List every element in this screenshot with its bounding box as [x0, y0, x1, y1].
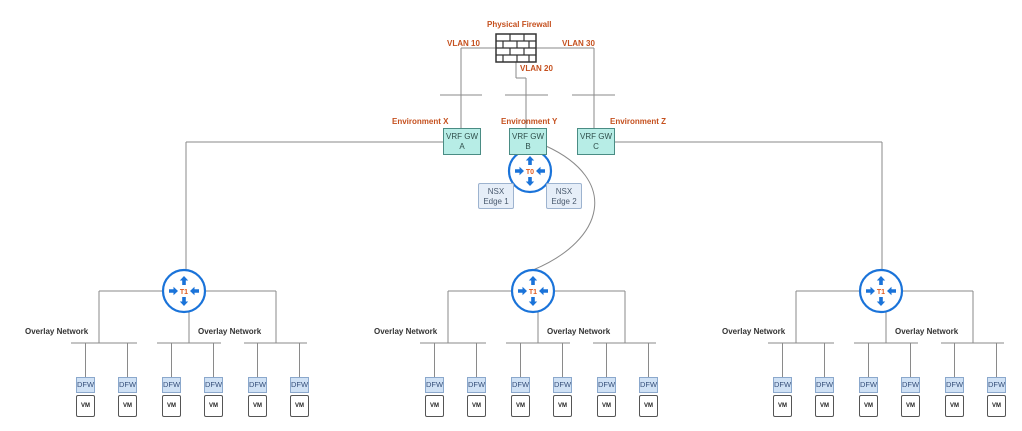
nsx-edge-line1: NSX — [555, 187, 573, 196]
nsx-edge-line1: NSX — [487, 187, 505, 196]
overlay-network-label: Overlay Network — [895, 327, 959, 336]
t0-router: T0 — [507, 148, 553, 194]
firewall-icon — [495, 33, 537, 63]
dfw-box: DFW — [248, 377, 267, 393]
dfw-box: DFW — [76, 377, 95, 393]
environment-z-label: Environment Z — [610, 117, 667, 126]
vm-box: VM — [118, 395, 137, 417]
t1-router-middle: T1 — [510, 268, 556, 314]
dfw-box: DFW — [773, 377, 792, 393]
vrf-gateway-line1: VRF GW — [512, 132, 544, 141]
vm-box: VM — [815, 395, 834, 417]
overlay-network-label: Overlay Network — [374, 327, 438, 336]
arrow-down-icon — [179, 297, 189, 306]
router-circle — [858, 268, 904, 314]
environment-y-label: Environment Y — [501, 117, 558, 126]
vrf-b-to-t1-middle — [532, 145, 596, 271]
vm-box: VM — [511, 395, 530, 417]
vlan10-label: VLAN 10 — [447, 39, 480, 48]
vm-box: VM — [639, 395, 658, 417]
vlan20-label: VLAN 20 — [520, 64, 553, 73]
arrow-up-icon — [525, 156, 535, 165]
arrow-left-icon — [536, 166, 545, 176]
vm-box: VM — [945, 395, 964, 417]
vm-box: VM — [553, 395, 572, 417]
dfw-box: DFW — [901, 377, 920, 393]
vlan30-label: VLAN 30 — [562, 39, 595, 48]
vm-box: VM — [773, 395, 792, 417]
nsx-edge-line2: Edge 1 — [483, 197, 509, 206]
dfw-box: DFW — [511, 377, 530, 393]
dfw-box: DFW — [597, 377, 616, 393]
environment-x-label: Environment X — [392, 117, 449, 126]
vm-box: VM — [987, 395, 1006, 417]
vm-box: VM — [467, 395, 486, 417]
arrow-up-icon — [179, 276, 189, 285]
t1-router-left: T1 — [161, 268, 207, 314]
vm-box: VM — [248, 395, 267, 417]
arrow-down-icon — [528, 297, 538, 306]
vrf-gateway-line1: VRF GW — [580, 132, 612, 141]
arrow-up-icon — [528, 276, 538, 285]
overlay-network-label: Overlay Network — [198, 327, 262, 336]
router-label: T1 — [529, 289, 537, 296]
vrf-gateway-line2: A — [459, 142, 465, 151]
vm-box: VM — [162, 395, 181, 417]
overlay-network-label: Overlay Network — [722, 327, 786, 336]
dfw-box: DFW — [162, 377, 181, 393]
arrow-left-icon — [887, 286, 896, 296]
t1-router-right: T1 — [858, 268, 904, 314]
vrf-gateway-line1: VRF GW — [446, 132, 478, 141]
dfw-box: DFW — [553, 377, 572, 393]
router-circle — [510, 268, 556, 314]
overlay-network-label: Overlay Network — [547, 327, 611, 336]
arrow-right-icon — [169, 286, 178, 296]
dfw-box: DFW — [639, 377, 658, 393]
dfw-box: DFW — [987, 377, 1006, 393]
vrf-gateway-line2: C — [593, 142, 599, 151]
arrow-left-icon — [190, 286, 199, 296]
vm-box: VM — [204, 395, 223, 417]
dfw-box: DFW — [425, 377, 444, 393]
router-label: T1 — [877, 289, 885, 296]
vm-box: VM — [290, 395, 309, 417]
router-circle — [161, 268, 207, 314]
dfw-box: DFW — [815, 377, 834, 393]
arrow-right-icon — [518, 286, 527, 296]
overlay-network-label: Overlay Network — [25, 327, 89, 336]
nsx-edge-line2: Edge 2 — [551, 197, 577, 206]
arrow-down-icon — [876, 297, 886, 306]
router-label: T0 — [526, 169, 534, 176]
dfw-box: DFW — [118, 377, 137, 393]
vm-box: VM — [425, 395, 444, 417]
arrow-left-icon — [539, 286, 548, 296]
vm-box: VM — [901, 395, 920, 417]
firewall-label: Physical Firewall — [487, 20, 552, 29]
arrow-right-icon — [866, 286, 875, 296]
dfw-box: DFW — [204, 377, 223, 393]
dfw-box: DFW — [945, 377, 964, 393]
dfw-box: DFW — [290, 377, 309, 393]
connection-lines — [71, 47, 1004, 377]
vrf-gateway-line2: B — [525, 142, 531, 151]
arrow-right-icon — [515, 166, 524, 176]
router-label: T1 — [180, 289, 188, 296]
dfw-box: DFW — [859, 377, 878, 393]
dfw-box: DFW — [467, 377, 486, 393]
vm-box: VM — [859, 395, 878, 417]
vm-box: VM — [597, 395, 616, 417]
arrow-up-icon — [876, 276, 886, 285]
vm-box: VM — [76, 395, 95, 417]
arrow-down-icon — [525, 177, 535, 186]
